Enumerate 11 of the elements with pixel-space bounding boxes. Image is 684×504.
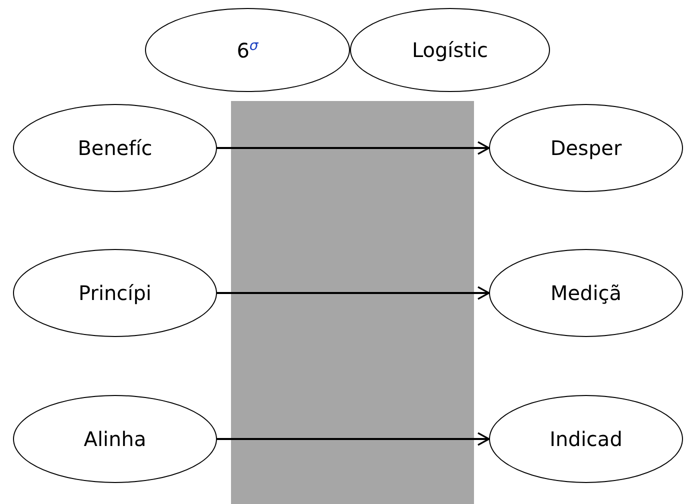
node-label: Princípi	[78, 281, 152, 305]
node-label: Logístic	[412, 38, 488, 62]
node-label: Desper	[550, 136, 622, 160]
node-label: Benefíc	[78, 136, 152, 160]
arrow	[217, 432, 490, 446]
node-label: Indicad	[550, 427, 622, 451]
node-label: Alinha	[84, 427, 146, 451]
arrow	[217, 286, 490, 300]
arrow	[217, 141, 490, 155]
node-label: 6$^{σ}$	[236, 38, 258, 62]
node-label: Mediçã	[550, 281, 622, 305]
